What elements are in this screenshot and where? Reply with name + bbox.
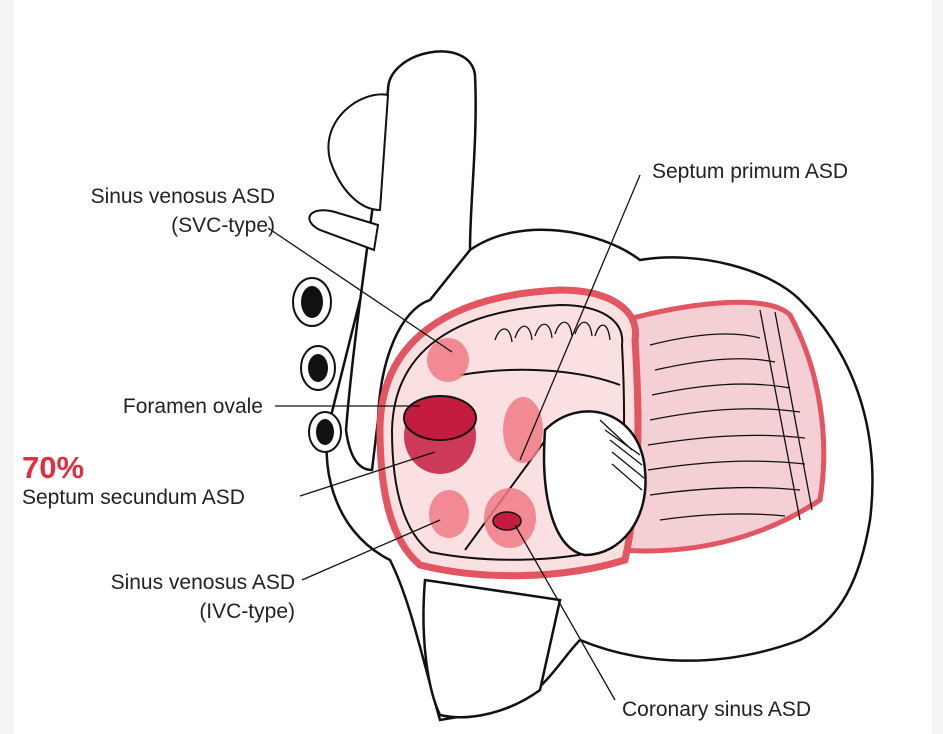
label-sinus-venosus-svc-line1: Sinus venosus ASD xyxy=(40,182,275,211)
label-foramen-ovale: Foramen ovale xyxy=(40,392,263,421)
label-sinus-venosus-ivc: Sinus venosus ASD (IVC-type) xyxy=(40,568,295,626)
percentage-annotation: 70% xyxy=(22,450,84,486)
label-sinus-venosus-ivc-line1: Sinus venosus ASD xyxy=(40,568,295,597)
aorta-arch xyxy=(328,94,388,210)
vessel-branch xyxy=(309,210,378,250)
label-septum-primum: Septum primum ASD xyxy=(652,157,848,186)
inferior-vena-cava xyxy=(423,580,560,717)
label-coronary-sinus: Coronary sinus ASD xyxy=(622,695,811,724)
label-sinus-venosus-svc-line2: (SVC-type) xyxy=(40,211,275,240)
svc-defect xyxy=(427,338,469,382)
foramen-ovale-ring xyxy=(404,396,476,440)
label-septum-secundum: Septum secundum ASD xyxy=(22,483,245,512)
ivc-defect xyxy=(429,490,469,538)
label-sinus-venosus-svc: Sinus venosus ASD (SVC-type) xyxy=(40,182,275,240)
label-sinus-venosus-ivc-line2: (IVC-type) xyxy=(40,597,295,626)
